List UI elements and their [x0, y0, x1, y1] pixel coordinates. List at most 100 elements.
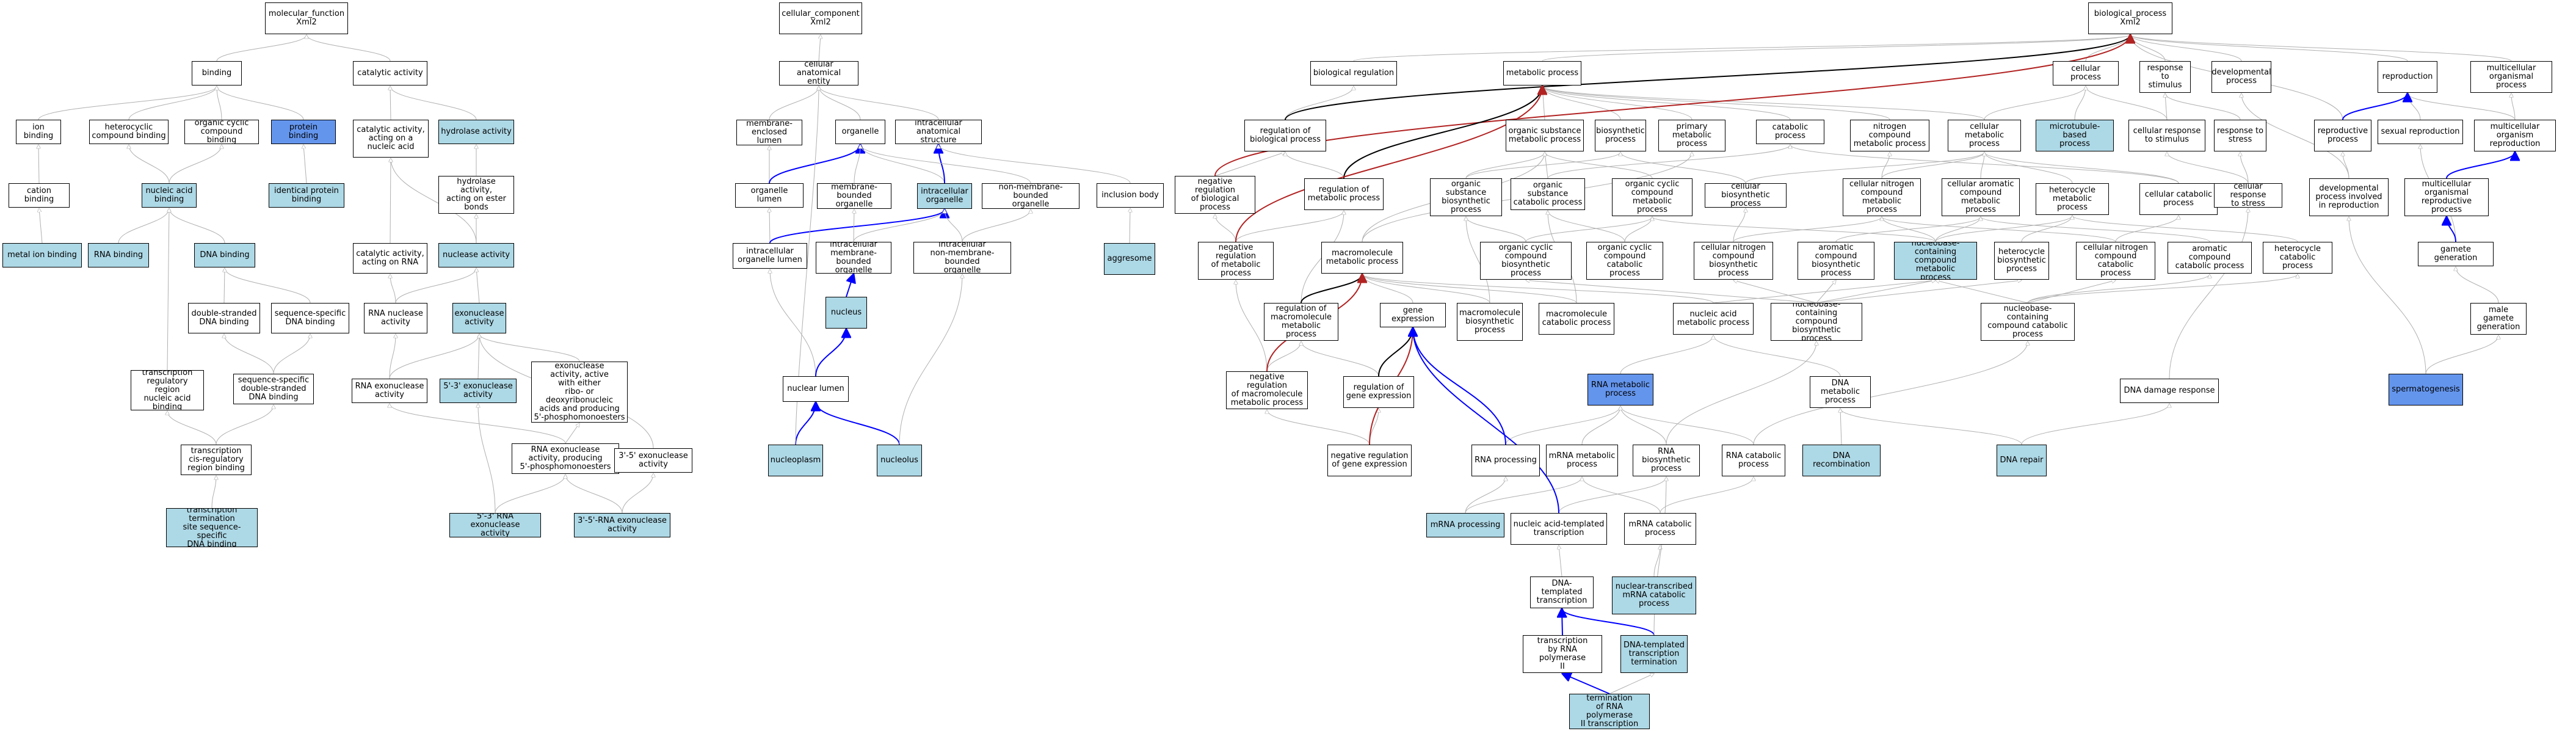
- edge-rnacatab-to-nbccatab: [1753, 341, 2028, 445]
- go-node-dnab: DNA binding: [194, 243, 255, 267]
- go-node-exo35: 3'-5' exonuclease activity: [614, 448, 692, 473]
- go-node-nonmem: non-membrane-bounded organelle: [982, 183, 1079, 209]
- edge-dnarepair-to-dnamet: [1840, 409, 2022, 445]
- go-node-cnccatab: cellular nitrogen compound catabolic pro…: [2076, 242, 2155, 280]
- edge-cncbiosyn-to-cncmet: [1733, 217, 1882, 242]
- edge-macrobiosyn-to-macromet: [1362, 274, 1490, 304]
- edge-reggene-to-regmacro: [1301, 341, 1379, 377]
- go-node-devrepro: developmental process involved in reprod…: [2309, 178, 2389, 216]
- edge-nuctrans-to-mrnacatab: [1653, 545, 1660, 577]
- go-node-multireproc: multicellular organismal reproductive pr…: [2404, 178, 2489, 216]
- edge-malegam-to-gamgen: [2456, 267, 2499, 304]
- edge-rna35-to-rnaexo5p: [565, 475, 623, 514]
- go-node-ssdna: sequence-specific DNA binding: [271, 303, 349, 333]
- edge-rnaexo-to-rnanuc: [389, 334, 396, 379]
- edge-cellcatab-to-catab: [1790, 145, 2179, 184]
- go-node-cncmet: cellular nitrogen compound metabolic pro…: [1843, 178, 1921, 216]
- go-node-idprot: identical protein binding: [269, 183, 344, 208]
- go-node-nametab: nucleic acid metabolic process: [1673, 303, 1754, 335]
- go-node-hydroest: hydrolase activity, acting on ester bond…: [438, 176, 514, 214]
- edge-spermato-to-malegam: [2425, 335, 2498, 374]
- go-node-cationb: cation binding: [9, 183, 70, 208]
- edge-nbcbiosyn-to-cncbiosyn: [1733, 280, 1817, 304]
- edge-idprot-to-protb: [303, 145, 307, 184]
- edge-tcrb-to-ssds: [216, 405, 274, 445]
- edge-cae-to-cc: [819, 35, 821, 62]
- edge-dnarecomb-to-dnamet: [1840, 409, 1841, 445]
- edge-rnabiosyn-to-rnamet: [1620, 406, 1667, 445]
- go-node-cellmet: cellular metabolic process: [1948, 120, 2021, 151]
- edge-membo-to-organelle: [854, 145, 860, 184]
- edge-multirep-to-multiorg: [2511, 93, 2516, 120]
- go-node-rnaproc: RNA processing: [1471, 445, 1540, 476]
- edge-occcatab-to-oscatab: [1548, 211, 1625, 242]
- edge-acmet-to-cellmet: [1980, 152, 1984, 179]
- go-node-transpol2: transcription by RNA polymerase II: [1523, 635, 1602, 673]
- go-node-nuctrans: nuclear-transcribed mRNA catabolic proce…: [1612, 576, 1696, 614]
- go-node-intranmb: intracellular non-membrane-bounded organ…: [913, 242, 1011, 274]
- go-node-dnamet: DNA metabolic process: [1810, 376, 1871, 408]
- go-node-rnabiosyn: RNA biosynthetic process: [1633, 445, 1700, 476]
- edge-orgsubmet-to-metproc: [1542, 86, 1545, 120]
- edge-gamgen-to-multireproc: [2447, 217, 2456, 242]
- edge-protb-to-binding: [217, 86, 304, 120]
- edge-devrepro-to-devproc: [2241, 93, 2349, 179]
- edge-accatab-to-acmet: [1981, 217, 2210, 242]
- edge-nbcmet-to-occmet: [1652, 217, 1936, 242]
- edge-macrobiosyn-to-osbiosyn: [1466, 217, 1490, 304]
- edge-cncmet-to-cellmet: [1881, 152, 1984, 179]
- go-node-tregna: transcription regulatory region nucleic …: [131, 370, 204, 410]
- edge-negregmacro-to-negregmet: [1236, 280, 1268, 372]
- edge-cellcatab-to-cellmet: [1984, 152, 2179, 184]
- edge-geneexp-to-macromet: [1362, 274, 1413, 304]
- go-node-multirep: multicellular organism reproduction: [2474, 120, 2556, 151]
- edge-cationb-to-ionb: [38, 145, 39, 184]
- edge-nuclum-to-intraol: [770, 269, 816, 377]
- edge-natemp-to-rnabiosyn: [1558, 477, 1666, 514]
- edge-intraas-to-cae: [819, 86, 939, 120]
- edge-cnccatab-to-cncmet: [1882, 217, 2116, 242]
- go-node-rna53: 5'-3' RNA exonuclease activity: [449, 513, 541, 537]
- go-node-memlum: membrane-enclosed lumen: [736, 120, 802, 145]
- go-node-cellresp: cellular response to stimulus: [2128, 120, 2205, 151]
- edge-osbiosyn-to-orgsubmet: [1465, 152, 1545, 179]
- go-node-oscatab: organic substance catabolic process: [1511, 178, 1585, 210]
- go-node-inclb: inclusion body: [1097, 183, 1164, 208]
- edge-exo53-to-exonuc: [478, 334, 479, 379]
- go-node-catab: catabolic process: [1756, 120, 1824, 144]
- go-node-bioreg: biological regulation: [1310, 61, 1397, 85]
- edge-nab-to-hetcb: [129, 145, 170, 184]
- go-node-respstress: response to stress: [2214, 120, 2266, 151]
- edge-sexrep-to-repro: [2407, 93, 2421, 120]
- edge-dnatermin-to-dnatemp: [1562, 609, 1655, 636]
- go-node-resp: response to stimulus: [2139, 61, 2191, 93]
- go-node-aggresome: aggresome: [1104, 243, 1155, 275]
- go-node-tcrb: transcription cis-regulatory region bind…: [181, 445, 252, 475]
- edge-rna35-to-exo35: [622, 473, 653, 514]
- go-node-occcatab: organic cyclic compound catabolic proces…: [1586, 242, 1663, 280]
- go-node-dnarecomb: DNA recombination: [1802, 445, 1881, 476]
- go-node-biosyn: biosynthetic process: [1595, 120, 1646, 151]
- edge-occmet-to-orgsubmet: [1545, 152, 1653, 179]
- go-node-hydro: hydrolase activity: [438, 120, 514, 144]
- edge-devrepro-to-reprproc: [2343, 152, 2349, 179]
- edge-nbcbiosyn-to-hetbiosyn: [1816, 280, 2022, 304]
- edge-cncbiosyn-to-cellbiosyn: [1733, 208, 1746, 242]
- edge-neggene-to-negregmacro: [1267, 410, 1370, 445]
- edge-inclb-to-intraas: [938, 145, 1131, 184]
- edge-cellresp-to-cellproc: [2086, 86, 2168, 120]
- edge-nbcbiosyn-to-acbiosyn: [1816, 280, 1836, 304]
- edge-rnaproc-to-rnamet: [1505, 406, 1620, 445]
- edge-reggene-to-geneexp: [1378, 328, 1413, 377]
- go-node-nucleoplasm: nucleoplasm: [768, 445, 823, 476]
- go-node-cellproc: cellular process: [2053, 61, 2119, 85]
- edge-occcatab-to-occmet: [1624, 217, 1652, 242]
- edge-ssds-to-ssdna: [273, 334, 310, 374]
- go-node-mf: molecular_function Xml2: [265, 2, 348, 34]
- go-node-dnatermin: DNA-templated transcription termination: [1620, 635, 1688, 673]
- edge-catab-to-metproc: [1542, 86, 1791, 120]
- go-node-cellcatab: cellular catabolic process: [2139, 183, 2218, 215]
- edge-hetmet-to-cellmet: [1984, 152, 2073, 184]
- edge-osbiosyn-to-biosyn: [1465, 152, 1620, 179]
- edge-intranmb-to-nonmem: [962, 209, 1031, 242]
